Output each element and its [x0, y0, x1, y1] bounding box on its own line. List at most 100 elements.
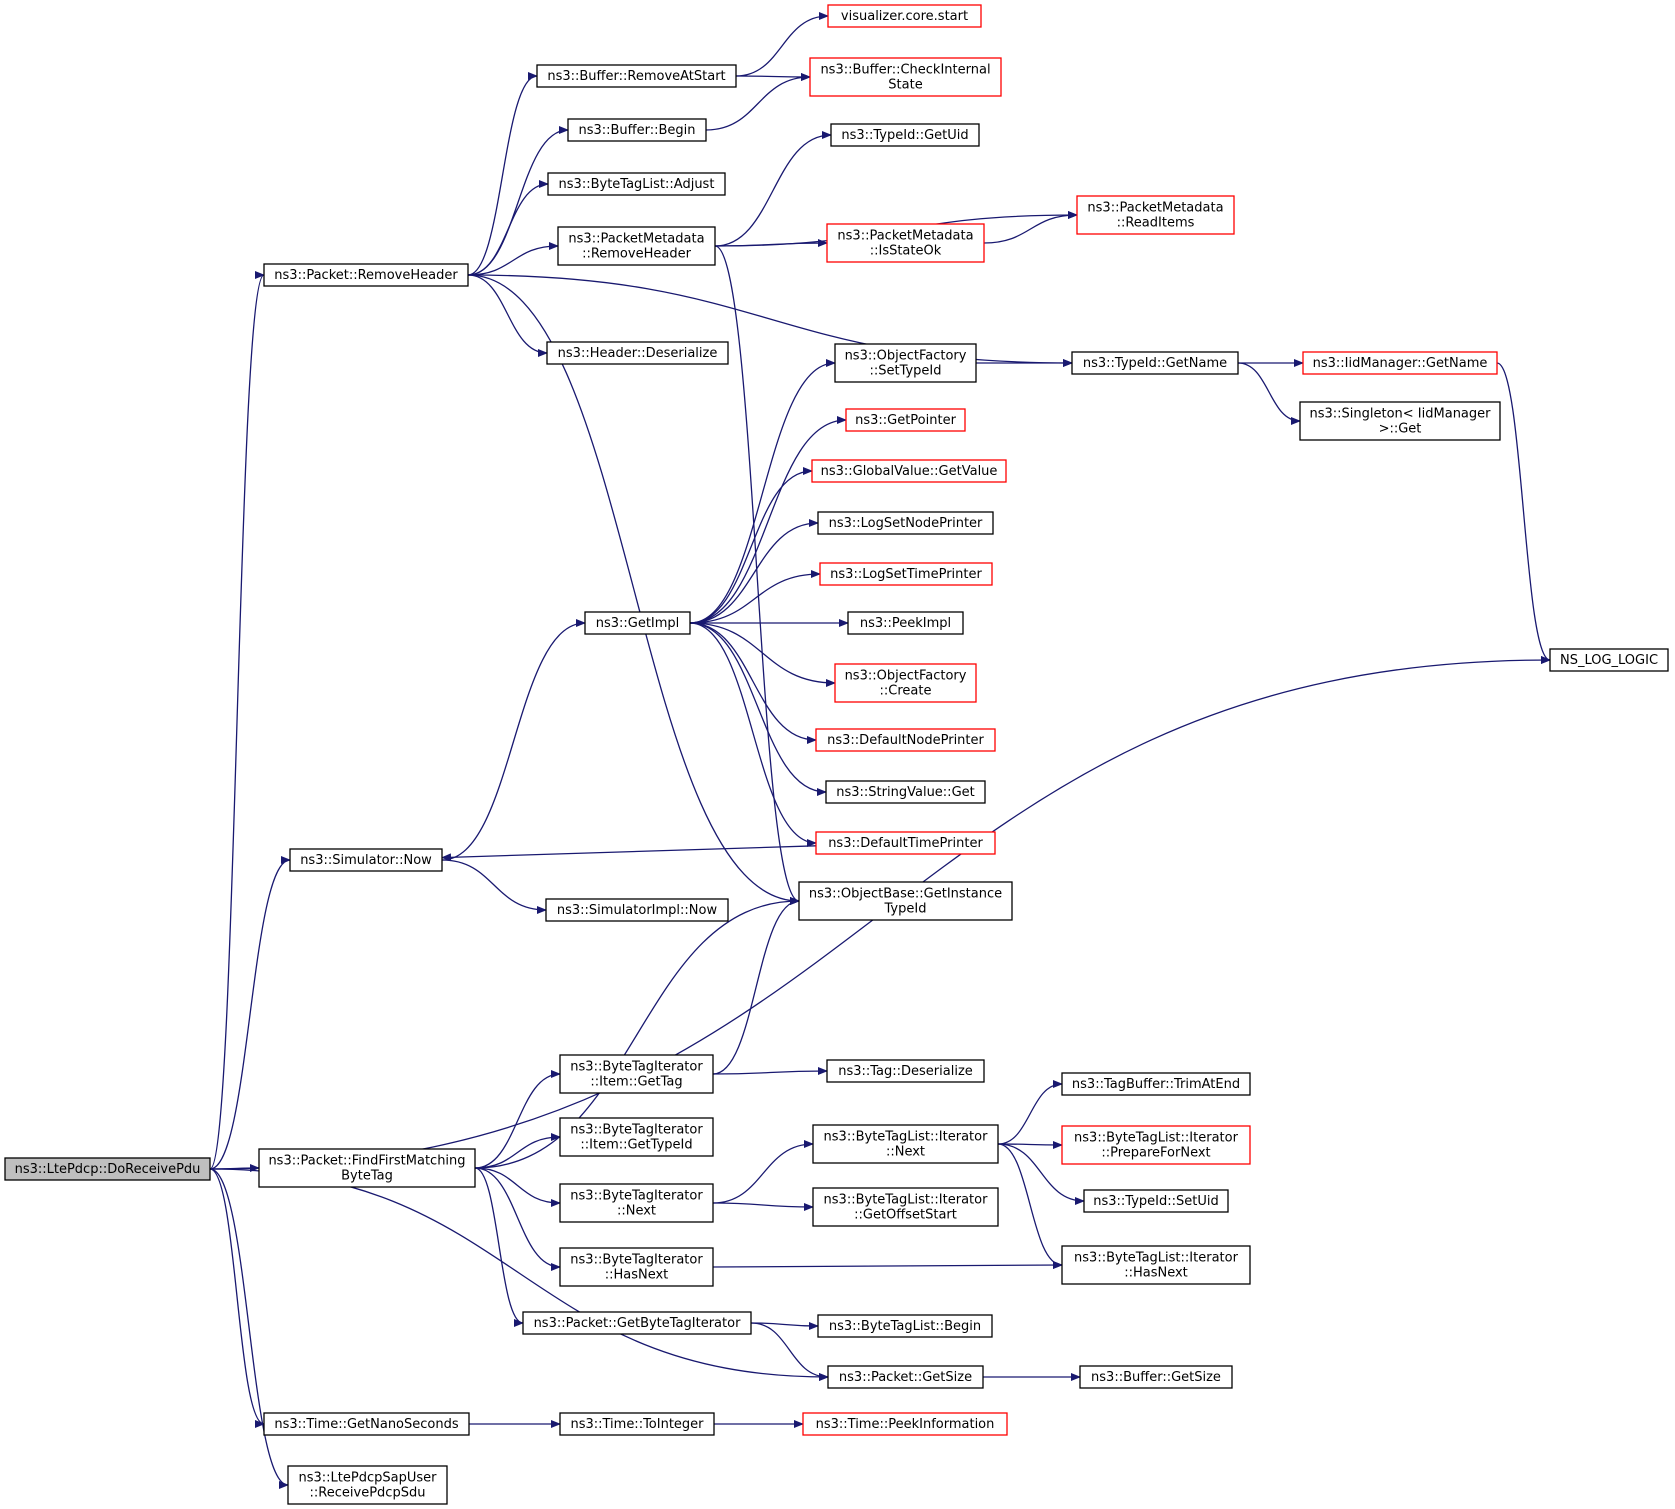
node-label-root-0: ns3::LtePdcp::DoReceivePdu [15, 1162, 201, 1177]
node-nslog[interactable]: NS_LOG_LOGIC [1549, 648, 1669, 672]
node-tidgetname[interactable]: ns3::TypeId::GetName [1071, 351, 1239, 375]
node-label-btladjust-0: ns3::ByteTagList::Adjust [559, 177, 715, 192]
edge-btli_next-to-tagbuftrim [997, 1080, 1063, 1145]
node-bti_gettag[interactable]: ns3::ByteTagIterator::Item::GetTag [559, 1054, 714, 1094]
node-label-ofcreate-0: ns3::ObjectFactory [845, 669, 967, 684]
node-singget[interactable]: ns3::Singleton< IidManager>::Get [1299, 401, 1501, 441]
node-label-ofcreate-1: ::Create [880, 684, 932, 699]
node-tidsetuid[interactable]: ns3::TypeId::SetUid [1083, 1189, 1229, 1213]
edge-iidgetname-to-nslog [1496, 362, 1551, 664]
node-label-iidgetname-0: ns3::IidManager::GetName [1313, 356, 1488, 371]
node-pmisok[interactable]: ns3::PacketMetadata::IsStateOk [826, 223, 985, 263]
node-defnode[interactable]: ns3::DefaultNodePrinter [815, 728, 996, 752]
node-box-rmatstart [536, 64, 737, 88]
edge-bti_next-to-btli_next [712, 1140, 814, 1204]
node-box-bti_next [559, 1183, 714, 1223]
node-bti_next[interactable]: ns3::ByteTagIterator::Next [559, 1183, 714, 1223]
node-label-btli_getoff-1: ::GetOffsetStart [854, 1208, 957, 1223]
edge-pmrmhdr-to-tidgetuid [714, 131, 832, 247]
node-tidgetuid[interactable]: ns3::TypeId::GetUid [830, 123, 980, 147]
node-logsetnode[interactable]: ns3::LogSetNodePrinter [817, 511, 994, 535]
node-btli_hasnext[interactable]: ns3::ByteTagList::Iterator::HasNext [1061, 1245, 1251, 1285]
node-btladjust[interactable]: ns3::ByteTagList::Adjust [547, 172, 726, 196]
node-label-deftime-0: ns3::DefaultTimePrinter [828, 836, 983, 851]
node-label-getnano-0: ns3::Time::GetNanoSeconds [274, 1417, 459, 1432]
node-bti_gettypeid[interactable]: ns3::ByteTagIterator::Item::GetTypeId [559, 1117, 714, 1157]
edge-simnow-to-simimplnow [441, 859, 547, 914]
node-pmrmhdr[interactable]: ns3::PacketMetadata::RemoveHeader [557, 226, 716, 266]
node-totoint[interactable]: ns3::Time::ToInteger [559, 1412, 715, 1436]
node-hdrdeser[interactable]: ns3::Header::Deserialize [546, 341, 729, 365]
node-simimplnow[interactable]: ns3::SimulatorImpl::Now [545, 898, 729, 922]
node-box-logsetnode [817, 511, 994, 535]
node-box-bufgetsize [1079, 1365, 1233, 1389]
node-box-pktgetsize [827, 1365, 984, 1389]
node-btli_getoff[interactable]: ns3::ByteTagList::Iterator::GetOffsetSta… [812, 1187, 999, 1227]
node-bti_hasnext[interactable]: ns3::ByteTagIterator::HasNext [559, 1247, 714, 1287]
node-tagbuftrim[interactable]: ns3::TagBuffer::TrimAtEnd [1061, 1072, 1251, 1096]
node-label-singget-1: >::Get [1379, 422, 1422, 437]
edge-rmhdr-to-obgettid [467, 274, 800, 905]
node-pmreaditems[interactable]: ns3::PacketMetadata::ReadItems [1076, 195, 1235, 235]
node-box-deftime [815, 831, 996, 855]
node-tagdeser[interactable]: ns3::Tag::Deserialize [826, 1059, 985, 1083]
node-label-defnode-0: ns3::DefaultNodePrinter [827, 733, 984, 748]
node-btli_next[interactable]: ns3::ByteTagList::Iterator::Next [812, 1124, 999, 1164]
node-box-getnano [263, 1412, 470, 1436]
node-box-btladjust [547, 172, 726, 196]
node-root[interactable]: ns3::LtePdcp::DoReceivePdu [4, 1157, 211, 1181]
node-box-singget [1299, 401, 1501, 441]
node-peekimpl[interactable]: ns3::PeekImpl [847, 611, 964, 635]
node-box-root [4, 1157, 211, 1181]
node-box-defnode [815, 728, 996, 752]
node-box-recvsdu [287, 1465, 448, 1505]
node-label-tidgetname-0: ns3::TypeId::GetName [1083, 356, 1227, 371]
node-peekinfo[interactable]: ns3::Time::PeekInformation [802, 1412, 1008, 1436]
node-recvsdu[interactable]: ns3::LtePdcpSapUser::ReceivePdcpSdu [287, 1465, 448, 1505]
node-label-totoint-0: ns3::Time::ToInteger [570, 1417, 704, 1432]
node-strvalget[interactable]: ns3::StringValue::Get [825, 780, 986, 804]
node-pktgetsize[interactable]: ns3::Packet::GetSize [827, 1365, 984, 1389]
node-btlbegin[interactable]: ns3::ByteTagList::Begin [817, 1314, 993, 1338]
node-getbti[interactable]: ns3::Packet::GetByteTagIterator [522, 1311, 752, 1335]
edge-pmrmhdr-to-pmisok [714, 239, 828, 248]
node-gvgetval[interactable]: ns3::GlobalValue::GetValue [811, 459, 1007, 483]
node-label-btli_next-1: ::Next [886, 1145, 925, 1160]
node-getnano[interactable]: ns3::Time::GetNanoSeconds [263, 1412, 470, 1436]
node-label-logsetnode-0: ns3::LogSetNodePrinter [829, 516, 983, 531]
edge-bti_next-to-btli_getoff [712, 1202, 814, 1211]
node-getptr[interactable]: ns3::GetPointer [845, 408, 966, 432]
node-label-pmrmhdr-1: ::RemoveHeader [582, 247, 692, 262]
node-label-bti_hasnext-0: ns3::ByteTagIterator [570, 1253, 703, 1268]
node-btli_prep[interactable]: ns3::ByteTagList::Iterator::PrepareForNe… [1061, 1125, 1251, 1165]
edge-ffmbt-to-bti_gettypeid [474, 1133, 561, 1169]
node-bufbegin[interactable]: ns3::Buffer::Begin [567, 118, 707, 142]
node-bufgetsize[interactable]: ns3::Buffer::GetSize [1079, 1365, 1233, 1389]
node-iidgetname[interactable]: ns3::IidManager::GetName [1302, 351, 1498, 375]
edge-getimpl-to-ofsettid [689, 359, 836, 624]
node-ofsettid[interactable]: ns3::ObjectFactory::SetTypeId [834, 343, 977, 383]
edge-getbti-to-pktgetsize [750, 1322, 829, 1381]
node-box-pmisok [826, 223, 985, 263]
edge-getimpl-to-defnode [689, 622, 817, 744]
node-deftime[interactable]: ns3::DefaultTimePrinter [815, 831, 996, 855]
node-rmhdr[interactable]: ns3::Packet::RemoveHeader [263, 263, 469, 287]
node-label-bti_gettypeid-0: ns3::ByteTagIterator [570, 1123, 703, 1138]
node-ofcreate[interactable]: ns3::ObjectFactory::Create [834, 663, 977, 703]
node-label-gvgetval-0: ns3::GlobalValue::GetValue [821, 464, 998, 479]
node-box-tidgetname [1071, 351, 1239, 375]
node-simnow[interactable]: ns3::Simulator::Now [289, 848, 443, 872]
node-label-tidsetuid-0: ns3::TypeId::SetUid [1093, 1194, 1218, 1209]
node-getimpl[interactable]: ns3::GetImpl [584, 611, 691, 635]
edge-ffmbt-to-bti_gettag [474, 1070, 561, 1169]
node-rmatstart[interactable]: ns3::Buffer::RemoveAtStart [536, 64, 737, 88]
node-vizstart[interactable]: visualizer.core.start [827, 4, 982, 28]
node-label-recvsdu-1: ::ReceivePdcpSdu [310, 1486, 426, 1501]
node-logsettime[interactable]: ns3::LogSetTimePrinter [819, 562, 993, 586]
node-box-getptr [845, 408, 966, 432]
edge-rmhdr-to-rmatstart [467, 72, 538, 276]
